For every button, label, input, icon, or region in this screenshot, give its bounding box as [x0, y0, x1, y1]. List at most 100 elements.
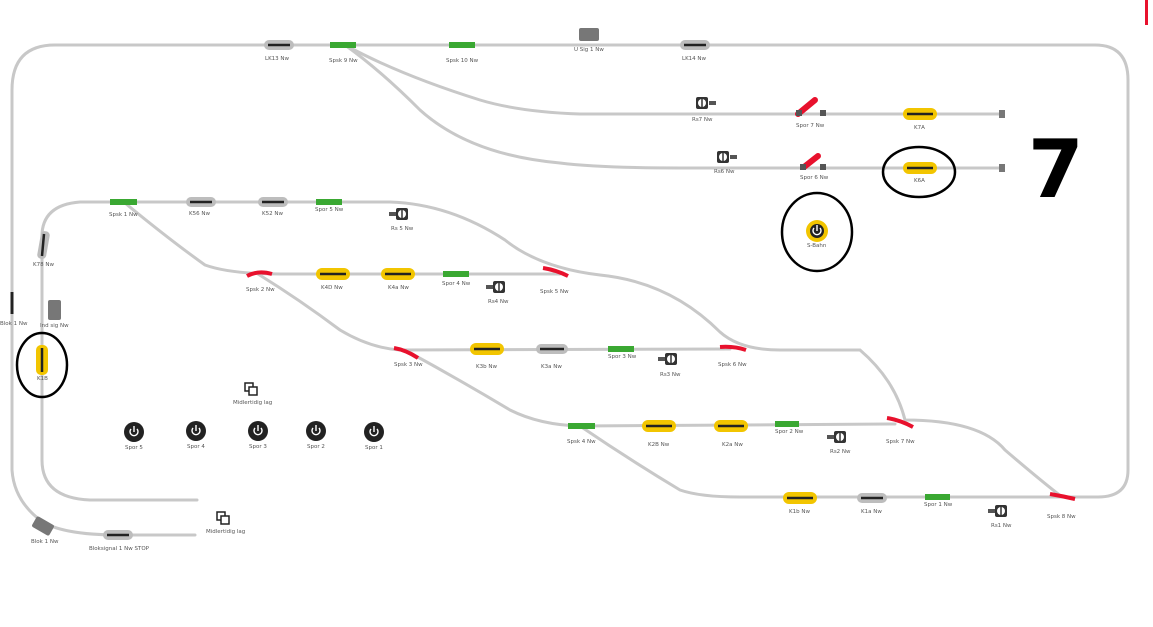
signal-spor1[interactable]	[925, 494, 950, 500]
k6a-highlight-circle	[881, 145, 957, 199]
tracks	[10, 43, 1130, 537]
label-bloksignal: Bloksignal 1 Nw STOP	[89, 546, 150, 552]
panel-number: 7	[1028, 123, 1084, 216]
signal-spsk9[interactable]	[330, 42, 356, 48]
label-k1b2: K1b Nw	[789, 509, 810, 515]
track-3	[256, 272, 732, 352]
usig1-box[interactable]	[579, 28, 599, 41]
label-spor1btn: Spor 1	[365, 445, 383, 451]
switch-spsk2[interactable]	[246, 270, 273, 278]
label-k78: K78 Nw	[33, 262, 54, 268]
outer-loop-left-track	[10, 43, 242, 537]
spor7-switch[interactable]	[795, 97, 826, 117]
label-k4a: K4a Nw	[388, 285, 409, 291]
label-blok1: Blok 1 Nw	[0, 321, 28, 327]
blok1-box[interactable]	[31, 516, 54, 536]
track-6	[343, 43, 1002, 170]
switch-spsk3[interactable]	[393, 346, 420, 360]
label-spor5: Spor 5 Nw	[315, 207, 344, 213]
buffer-7	[999, 110, 1005, 118]
switch-spsk5[interactable]	[542, 266, 569, 278]
corner-marker	[1145, 0, 1148, 25]
labels: LK13 Nw Spsk 9 Nw Spsk 10 Nw U Sig 1 Nw …	[0, 47, 1076, 552]
track-2	[403, 348, 897, 428]
track-1	[578, 424, 1062, 499]
ind-sig-box[interactable]	[48, 300, 61, 320]
label-rs3: Rs3 Nw	[660, 372, 681, 378]
label-rs1: Rs1 Nw	[991, 523, 1012, 529]
rs2-icon[interactable]	[827, 431, 846, 443]
label-k3a: K3a Nw	[541, 364, 562, 370]
label-k1a: K1a Nw	[861, 509, 882, 515]
spor5-power-button[interactable]	[124, 422, 144, 442]
label-lk14: LK14 Nw	[682, 56, 707, 62]
k1b-highlight-circle	[15, 331, 69, 399]
label-blok1bottom: Blok 1 Nw	[31, 539, 59, 545]
signal-spor3[interactable]	[608, 346, 634, 352]
label-k6a: K6A	[914, 178, 925, 184]
label-spsk10: Spsk 10 Nw	[446, 58, 479, 64]
label-spor3btn: Spor 3	[249, 444, 267, 450]
label-rs5: Rs 5 Nw	[391, 226, 414, 232]
label-spor6: Spor 6 Nw	[800, 175, 829, 181]
rs5-icon[interactable]	[389, 208, 408, 220]
track-7	[343, 43, 1002, 116]
label-sbahn: S-Bahn	[807, 243, 827, 249]
label-spsk3: Spsk 3 Nw	[394, 362, 423, 368]
label-k7a: K7A	[914, 125, 925, 131]
spor6-switch[interactable]	[800, 153, 826, 170]
midlertidig-icon-2[interactable]	[216, 511, 230, 525]
inner-top-track	[40, 200, 1064, 499]
buffer-6	[999, 164, 1005, 172]
switch-spsk6[interactable]	[719, 344, 747, 352]
label-midlertidig2: Midlertidig lag	[206, 529, 245, 535]
spor3-power-button[interactable]	[248, 421, 268, 441]
label-spor5btn: Spor 5	[125, 445, 143, 451]
label-rs6: Rs6 Nw	[714, 169, 735, 175]
label-spsk1: Spsk 1 Nw	[109, 212, 138, 218]
signal-spor4[interactable]	[443, 271, 469, 277]
label-k1b: K1B	[37, 376, 48, 382]
label-spor4: Spor 4 Nw	[442, 281, 471, 287]
spor1-power-button[interactable]	[364, 422, 384, 442]
switch-spsk7[interactable]	[886, 416, 914, 429]
label-k2a: K2a Nw	[722, 442, 743, 448]
label-indsig: Ind sig Nw	[40, 323, 69, 329]
signal-spor2[interactable]	[775, 421, 799, 427]
label-usig1: U Sig 1 Nw	[574, 47, 604, 53]
signal-spsk10[interactable]	[449, 42, 475, 48]
inner-left-track	[40, 238, 199, 502]
label-spor1: Spor 1 Nw	[924, 502, 953, 508]
rs1-icon[interactable]	[988, 505, 1007, 517]
rs4-icon[interactable]	[486, 281, 505, 293]
rs7-icon[interactable]	[696, 97, 716, 109]
label-spor2btn: Spor 2	[307, 444, 325, 450]
midlertidig-icon-1[interactable]	[244, 382, 258, 396]
signal-spsk4[interactable]	[568, 423, 595, 429]
signal-spor5[interactable]	[316, 199, 342, 205]
rs6-icon[interactable]	[717, 151, 737, 163]
spor4-power-button[interactable]	[186, 421, 206, 441]
sbahn-highlight-circle	[780, 191, 854, 273]
label-spsk4: Spsk 4 Nw	[567, 439, 596, 445]
sbahn-power-button[interactable]	[806, 220, 828, 242]
label-k56: K56 Nw	[189, 211, 210, 217]
rs3-icon[interactable]	[658, 353, 677, 365]
label-spor7: Spor 7 Nw	[796, 123, 825, 129]
label-rs7: Rs7 Nw	[692, 117, 713, 123]
label-spor4btn: Spor 4	[187, 444, 205, 450]
outer-loop-track	[238, 43, 1130, 499]
label-spsk8: Spsk 8 Nw	[1047, 514, 1076, 520]
label-k4d: K4D Nw	[321, 285, 343, 291]
label-spsk6: Spsk 6 Nw	[718, 362, 747, 368]
label-k3b: K3b Nw	[476, 364, 497, 370]
label-spor2: Spor 2 Nw	[775, 429, 804, 435]
signal-spsk1[interactable]	[110, 199, 137, 205]
switch-spsk8[interactable]	[1049, 492, 1076, 501]
block-k78-bar	[40, 233, 46, 257]
label-rs2: Rs2 Nw	[830, 449, 851, 455]
label-k2b: K2B Nw	[648, 442, 670, 448]
spor2-power-button[interactable]	[306, 421, 326, 441]
label-spsk7: Spsk 7 Nw	[886, 439, 915, 445]
